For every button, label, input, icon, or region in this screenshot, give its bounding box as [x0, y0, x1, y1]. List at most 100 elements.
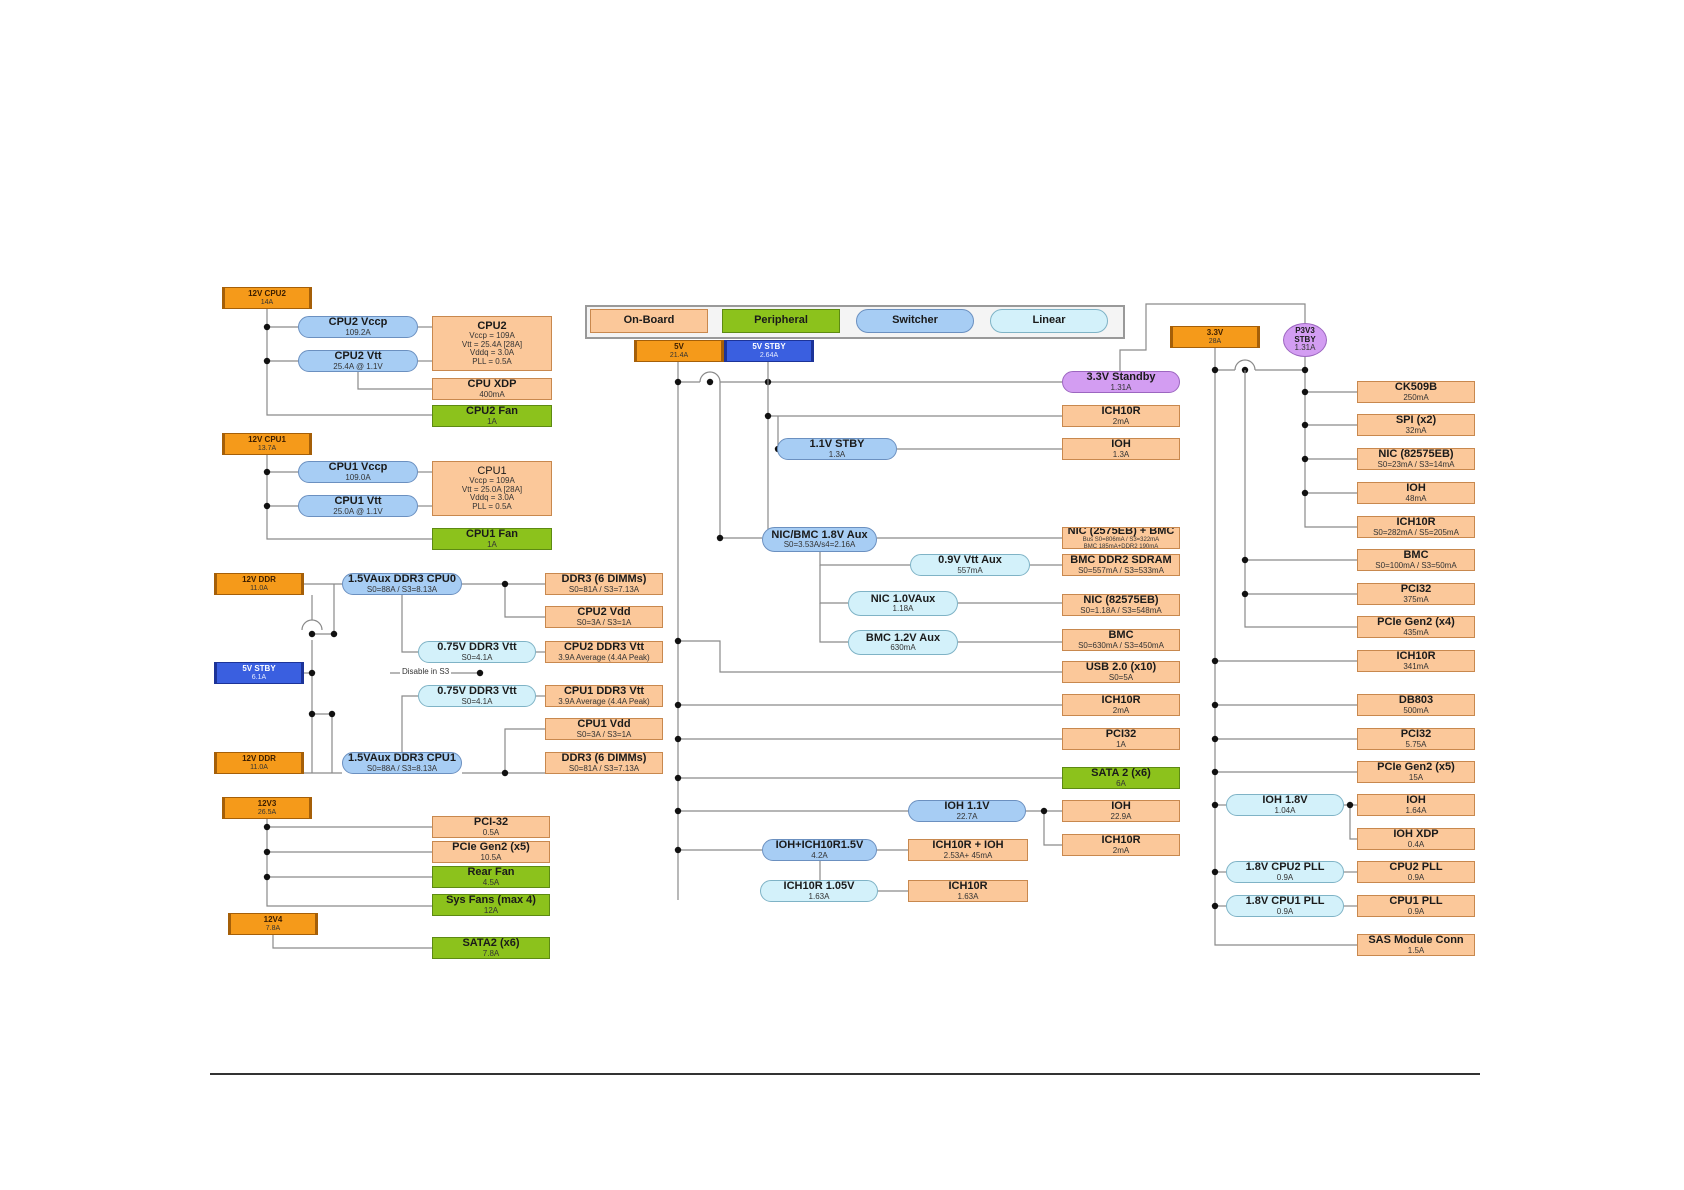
- node-title: ICH10R: [1396, 650, 1436, 663]
- junction-dot: [1301, 421, 1309, 429]
- node-pcie4-r: PCIe Gen2 (x4)435mA: [1357, 616, 1475, 638]
- node-title: IOH XDP: [1393, 828, 1439, 841]
- node-title: P3V3 STBY: [1294, 326, 1316, 344]
- wire: [401, 584, 418, 653]
- node-detail: 14A: [260, 298, 274, 306]
- node-title: BMC: [1403, 549, 1429, 562]
- node-detail: 2mA: [1112, 416, 1130, 426]
- node-detail: 5.75A: [1405, 739, 1427, 749]
- junction-dot: [263, 502, 271, 510]
- junction-dot: [674, 378, 682, 386]
- node-title: 3.3V Standby: [1086, 371, 1156, 384]
- node-detail: 1.3A: [828, 449, 846, 459]
- node-title: NIC 1.0VAux: [870, 592, 936, 605]
- node-detail: 2.64A: [759, 351, 779, 359]
- wire: [312, 713, 333, 773]
- node-title: 1.8V CPU2 PLL: [1245, 861, 1325, 874]
- node-detail: 500mA: [1403, 705, 1429, 715]
- junction-dot: [716, 534, 724, 542]
- node-title: PCIe Gen2 (x4): [1377, 616, 1455, 629]
- node-title: 1.8V CPU1 PLL: [1245, 895, 1325, 908]
- junction-dot: [1241, 590, 1249, 598]
- wire-hop: [699, 371, 721, 383]
- node-title: 1.1V STBY: [809, 438, 865, 451]
- junction-dot: [674, 807, 682, 815]
- legend-item-onboard: On-Board: [590, 309, 708, 333]
- wire: [504, 728, 545, 773]
- junction-dot: [706, 378, 714, 386]
- wire: [357, 372, 432, 390]
- junction-dot: [764, 412, 772, 420]
- wire: [1349, 805, 1357, 840]
- node-detail: 7.8A: [482, 948, 500, 958]
- node-title: CPU1 Vccp: [328, 461, 388, 474]
- node-title: ICH10R: [1101, 405, 1141, 418]
- junction-dot: [308, 630, 316, 638]
- node-title: PCIe Gen2 (x5): [452, 841, 530, 854]
- node-sys-fans: Sys Fans (max 4)12A: [432, 894, 550, 916]
- node-detail: S0=5A: [1108, 672, 1134, 682]
- node-detail: 0.5A: [482, 827, 500, 837]
- node-detail: 1.64A: [1405, 805, 1427, 815]
- node-title: PCI32: [1400, 583, 1432, 596]
- node-detail: S0=88A / S3=8.13A: [366, 763, 438, 773]
- node-title: SAS Module Conn: [1368, 934, 1464, 947]
- node-sata2-c: SATA 2 (x6)6A: [1062, 767, 1180, 789]
- node-detail: 1.63A: [808, 891, 830, 901]
- node-title: CPU1 PLL: [1389, 895, 1443, 908]
- junction-dot: [501, 580, 509, 588]
- legend-label: Peripheral: [754, 314, 808, 327]
- junction-dot: [1301, 455, 1309, 463]
- wire-33v-bus: [1214, 348, 1357, 946]
- node-detail: 4.2A: [811, 850, 828, 860]
- wire: [678, 640, 1062, 673]
- node-title: CPU2 PLL: [1389, 861, 1443, 874]
- node-title: ICH10R: [948, 880, 988, 893]
- node-detail: 375mA: [1403, 594, 1429, 604]
- node-detail: S0=3.53A/s4=2.16A: [783, 540, 856, 550]
- node-title: CPU XDP: [467, 378, 517, 391]
- node-title: IOH 1.1V: [944, 800, 990, 813]
- node-detail: 3.9A Average (4.4A Peak): [558, 696, 650, 706]
- node-title: 5V STBY: [242, 664, 276, 674]
- node-detail: 3.9A Average (4.4A Peak): [558, 652, 650, 662]
- node-spi: SPI (x2)32mA: [1357, 414, 1475, 436]
- node-detail: 15A: [1408, 772, 1424, 782]
- node-detail: 1.18A: [892, 604, 914, 614]
- node-title: 0.75V DDR3 Vtt: [437, 641, 517, 654]
- wire: [272, 935, 432, 949]
- junction-dot: [674, 774, 682, 782]
- wire: [1244, 370, 1357, 628]
- wire: [1304, 357, 1357, 528]
- node-detail: S0=3A / S3=1A: [576, 729, 632, 739]
- legend-item-switcher: Switcher: [856, 309, 974, 333]
- node-detail: 22.7A: [956, 811, 978, 821]
- junction-dot: [263, 468, 271, 476]
- node-detail: 1A: [487, 416, 497, 426]
- node-detail: S0=4.1A: [461, 696, 493, 706]
